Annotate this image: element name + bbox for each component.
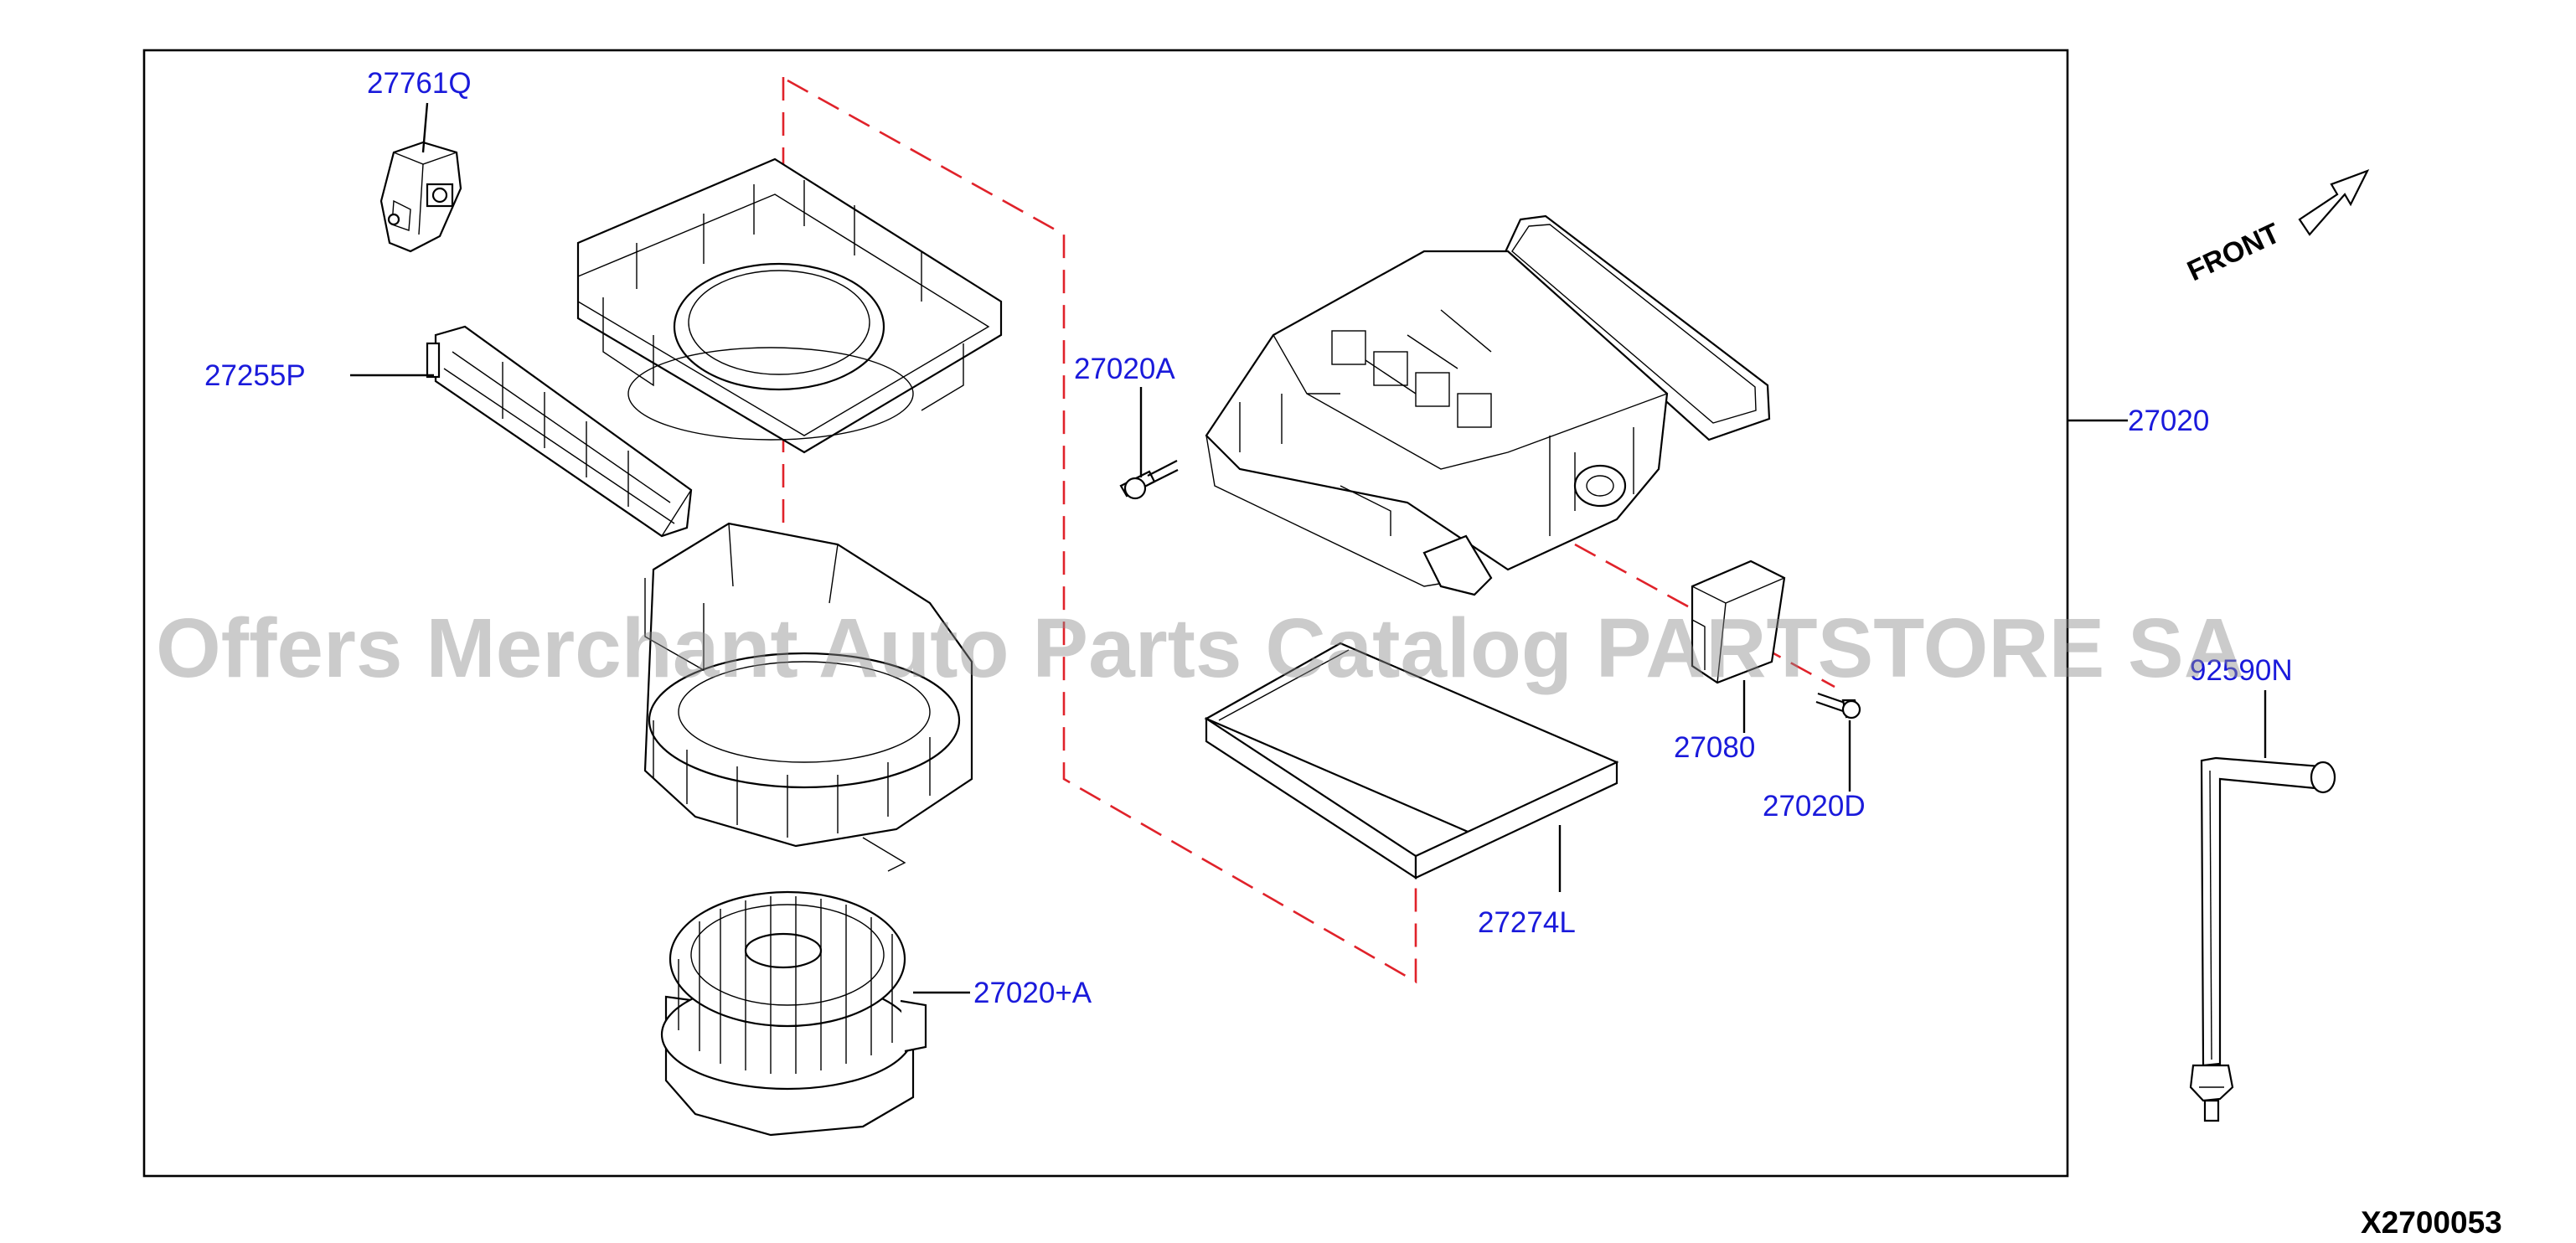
resistor-part[interactable] bbox=[1691, 560, 1786, 684]
reference-code: X2700053 bbox=[2361, 1205, 2502, 1240]
scroll-housing[interactable] bbox=[643, 522, 973, 872]
drain-hose-part[interactable] bbox=[2189, 756, 2336, 1122]
label-resistor: 27080 bbox=[1674, 731, 1755, 764]
upper-blower-case[interactable] bbox=[576, 157, 1003, 454]
front-label: FRONT bbox=[2182, 217, 2284, 287]
blower-motor-part[interactable] bbox=[660, 890, 927, 1137]
actuator-part[interactable] bbox=[379, 141, 462, 253]
label-screw-a: 27020A bbox=[1074, 353, 1175, 385]
label-screw-d: 27020D bbox=[1763, 790, 1866, 823]
front-direction-arrow bbox=[2298, 168, 2370, 236]
label-drain-hose: 92590N bbox=[2190, 654, 2293, 687]
screw-d-part[interactable] bbox=[1815, 692, 1861, 719]
label-blower-motor: 27020+A bbox=[973, 977, 1092, 1009]
leader-actuator bbox=[421, 102, 429, 153]
label-air-filter: 27274L bbox=[1478, 906, 1576, 939]
label-filter-cover: 27255P bbox=[204, 359, 306, 392]
diagram-frame bbox=[142, 49, 2069, 1178]
assembly-dashed-outline bbox=[782, 77, 1835, 984]
heater-unit-part[interactable] bbox=[1205, 214, 1771, 596]
screw-a-part[interactable] bbox=[1119, 460, 1179, 500]
filter-cover-part[interactable] bbox=[426, 325, 693, 538]
label-actuator: 27761Q bbox=[367, 67, 472, 100]
air-filter-part[interactable] bbox=[1204, 642, 1619, 880]
label-heater-unit: 27020 bbox=[2128, 405, 2209, 437]
watermark-text: Offers Merchant Auto Parts Catalog PARTS… bbox=[156, 601, 2244, 695]
